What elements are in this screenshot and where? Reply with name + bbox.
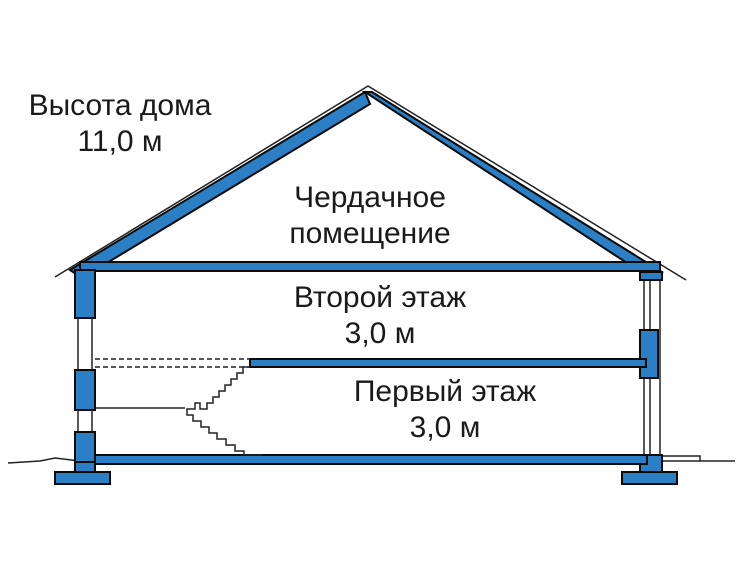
attic-floor-slab xyxy=(79,261,661,272)
roof xyxy=(54,85,687,281)
second-floor-height: 3,0 м xyxy=(344,317,416,350)
second-floor-slab xyxy=(249,358,647,368)
house-height-title: Высота дома xyxy=(28,89,212,122)
right-wall xyxy=(621,271,678,485)
left-foundation xyxy=(54,471,111,485)
attic-label-line2: помещение xyxy=(289,217,451,250)
attic-label-line1: Чердачное xyxy=(294,181,446,214)
second-floor-title: Второй этаж xyxy=(293,281,467,314)
first-floor-title: Первый этаж xyxy=(353,375,537,408)
house-height-value: 11,0 м xyxy=(77,125,163,158)
staircase xyxy=(95,366,262,456)
ground-line xyxy=(7,455,735,464)
first-floor-height: 3,0 м xyxy=(409,411,481,444)
left-wall xyxy=(54,269,111,485)
first-floor-slab xyxy=(94,454,648,465)
right-foundation xyxy=(621,471,678,485)
